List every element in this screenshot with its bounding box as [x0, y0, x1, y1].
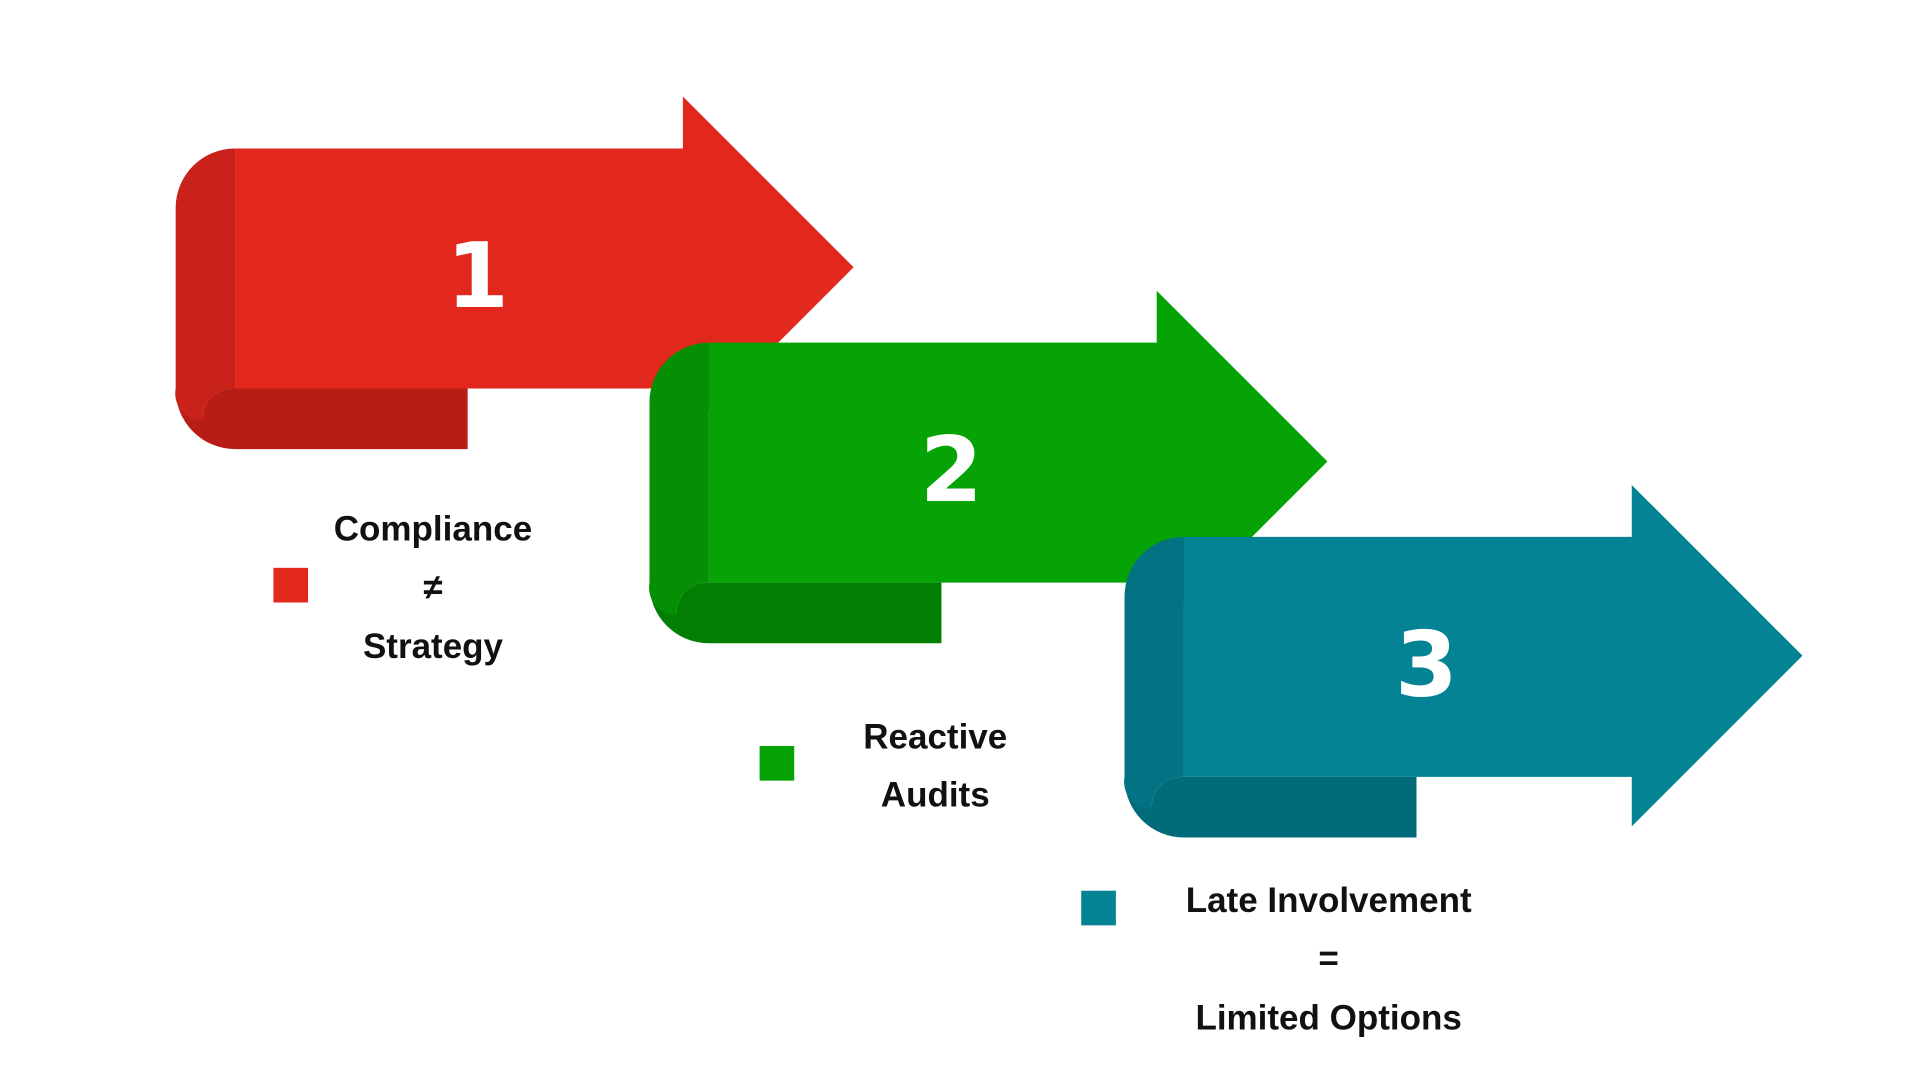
step-1-label-line-3: Strategy: [363, 627, 504, 666]
step-1-tab: [175, 148, 236, 421]
step-1-fold: [175, 388, 468, 450]
step-1-marker: [273, 567, 309, 603]
step-3-fold: [1124, 776, 1417, 838]
step-1-label-line-2: ≠: [423, 568, 442, 607]
step-3-label-line-1: Late Involvement: [1186, 881, 1472, 920]
step-3-arrow: 3: [1124, 484, 1803, 838]
step-1-number: 1: [446, 224, 509, 329]
step-2-number: 2: [920, 418, 983, 523]
step-3-marker: [1081, 890, 1116, 926]
step-2-label: Reactive Audits: [759, 717, 1007, 815]
step-1-label-line-1: Compliance: [334, 510, 532, 549]
step-3-label: Late Involvement = Limited Options: [1081, 881, 1472, 1037]
step-3-arrow-body: [1183, 484, 1803, 827]
step-2-fold: [649, 582, 942, 644]
step-3-label-line-2: =: [1318, 939, 1338, 978]
step-2-marker: [759, 745, 795, 781]
step-1-label: Compliance ≠ Strategy: [273, 510, 532, 666]
step-2-label-line-1: Reactive: [863, 717, 1007, 756]
step-3-tab: [1124, 536, 1184, 810]
step-2-label-line-2: Audits: [881, 776, 990, 815]
step-3-label-line-3: Limited Options: [1195, 998, 1461, 1037]
step-3-number: 3: [1395, 612, 1458, 717]
step-2-tab: [649, 342, 709, 615]
